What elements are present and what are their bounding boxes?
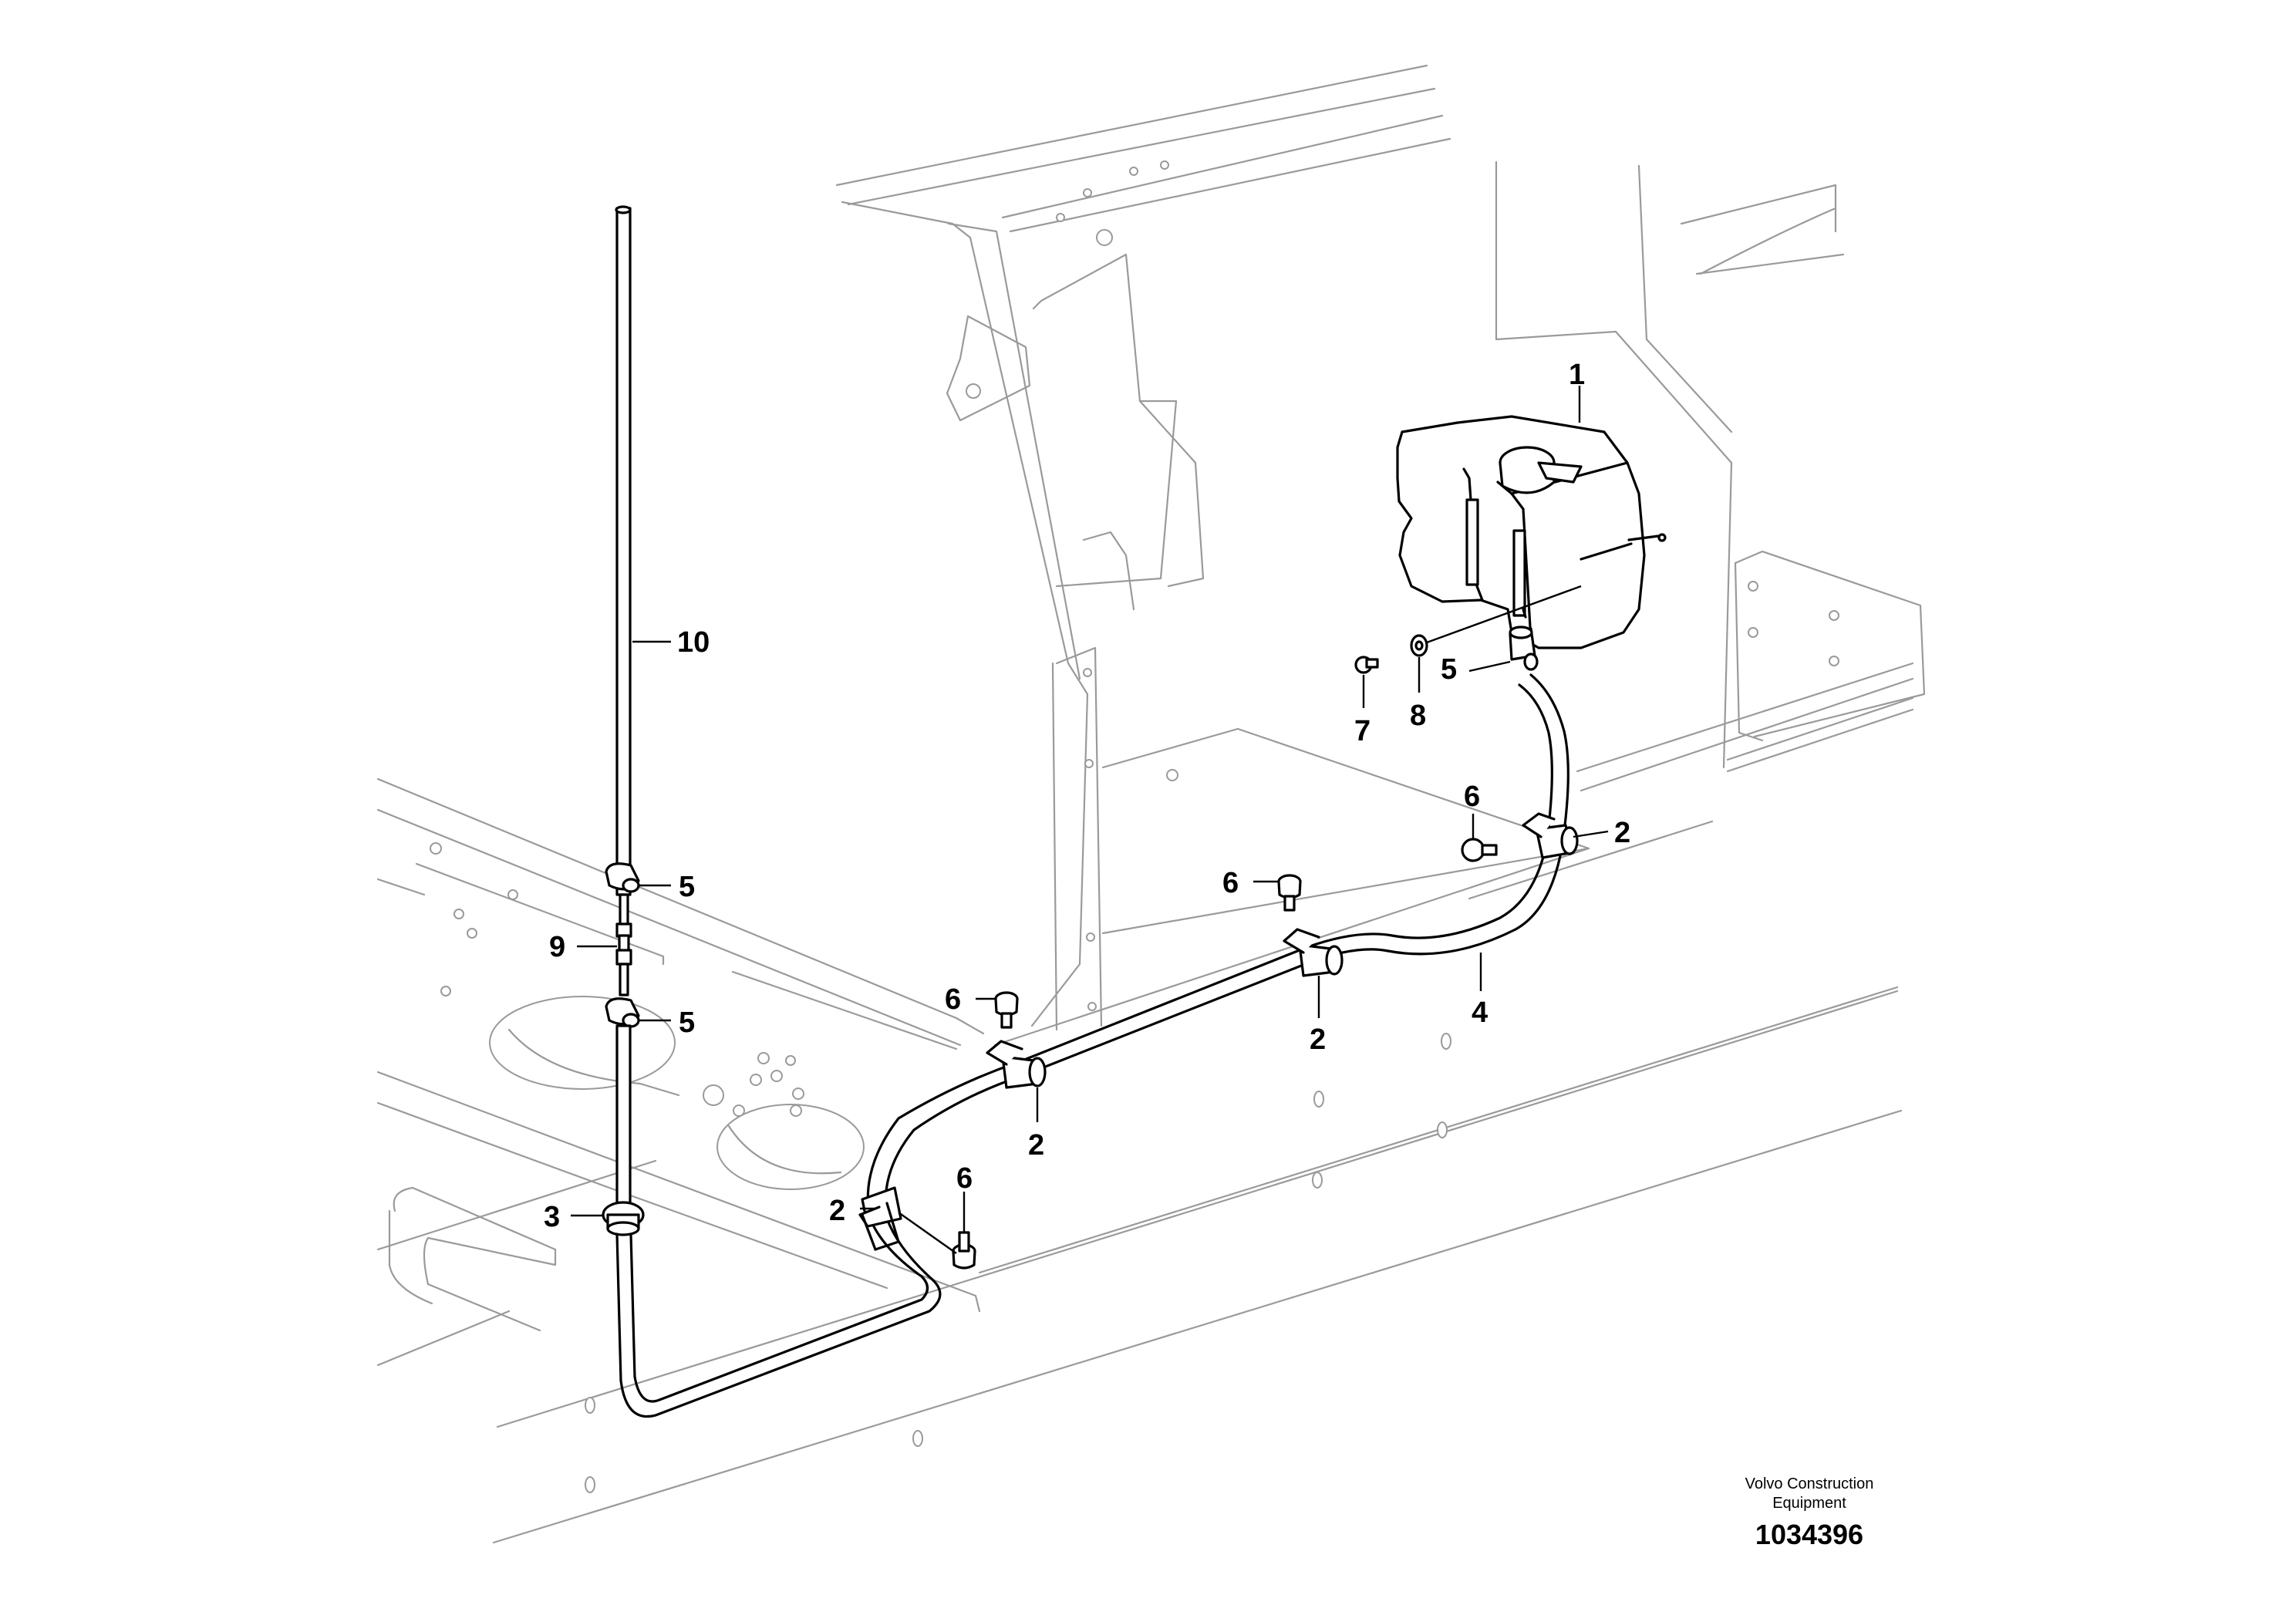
- callout-6-center: 6: [1222, 867, 1239, 899]
- callout-2-left: 2: [1028, 1129, 1044, 1162]
- bolt-item-7: [1354, 656, 1379, 674]
- callout-7: 7: [1354, 715, 1371, 747]
- callout-5-reservoir: 5: [1441, 653, 1457, 686]
- callout-9: 9: [549, 931, 565, 963]
- callout-10: 10: [677, 626, 710, 659]
- hose-clamp-bottom: [858, 1186, 902, 1251]
- pipe-clamp-lower: [605, 997, 640, 1028]
- washer-item-8: [1410, 634, 1428, 657]
- manufacturer-name: Volvo Construction: [1745, 1475, 1874, 1492]
- reservoir-item-1: [1396, 415, 1667, 649]
- grommet-item-3: [602, 1201, 645, 1236]
- pipe-clamp-upper: [605, 862, 640, 893]
- manufacturer-name-line2: Equipment: [1772, 1495, 1846, 1512]
- bolt-item-6-right: [1461, 838, 1498, 862]
- bolt-item-6-bottom: [952, 1231, 976, 1270]
- diagram-footer: Volvo Construction Equipment 1034396: [1745, 1475, 1874, 1550]
- connector-item-9: [615, 893, 632, 996]
- pipe-item-10: [615, 205, 632, 896]
- pipe-lower-section: [615, 1024, 632, 1205]
- callout-2-bottom: 2: [829, 1195, 845, 1227]
- document-number: 1034396: [1755, 1519, 1863, 1550]
- callout-8: 8: [1410, 700, 1426, 732]
- callout-6-right: 6: [1464, 781, 1480, 813]
- callout-5-lower: 5: [679, 1007, 695, 1039]
- leader-lines: [571, 386, 1609, 1254]
- callout-4: 4: [1472, 996, 1488, 1029]
- reservoir-outlet-fitting: [1509, 608, 1539, 671]
- callout-labels: 1 10 5 9 5 3 2 2 2 2 4 6 6 6 6 7 8 5: [544, 359, 1630, 1233]
- callout-6-bottom: 6: [956, 1162, 973, 1195]
- bolt-item-6-center: [1277, 874, 1302, 912]
- callout-5-upper: 5: [679, 871, 695, 903]
- machine-frame-outline: [376, 64, 1926, 1544]
- callout-3: 3: [544, 1201, 560, 1233]
- hose-item-4: [615, 673, 1569, 1418]
- callout-6-left: 6: [945, 983, 961, 1016]
- hose-clamp-center: [1283, 928, 1344, 977]
- hose-clamp-right: [1522, 812, 1579, 859]
- callout-2-center: 2: [1310, 1023, 1326, 1056]
- hose-clamp-left: [986, 1040, 1047, 1089]
- callout-2-right: 2: [1614, 817, 1630, 849]
- bolt-item-6-left: [994, 991, 1019, 1029]
- callout-1: 1: [1569, 359, 1585, 391]
- reservoir-mount-axis: [1426, 585, 1582, 644]
